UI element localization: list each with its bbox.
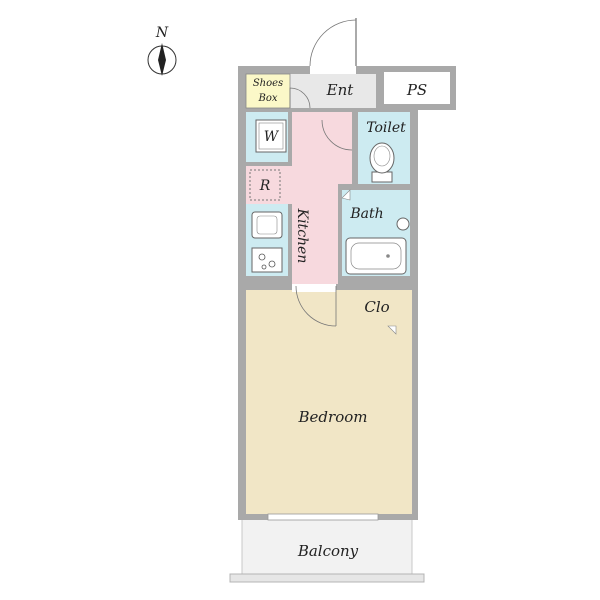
bedroom-floor bbox=[246, 290, 412, 514]
north-compass: N bbox=[147, 25, 177, 76]
washer-inner bbox=[258, 122, 284, 150]
bathtub-drain bbox=[386, 254, 390, 258]
closet-door-marker bbox=[387, 325, 397, 335]
bedroom-door-swing bbox=[295, 285, 337, 327]
shoes-box-floor bbox=[246, 74, 290, 108]
ps-label: PS bbox=[406, 81, 427, 99]
stove-burner-3 bbox=[261, 264, 267, 270]
entrance-door-swing bbox=[309, 19, 357, 67]
entrance-floor bbox=[290, 74, 376, 108]
bedroom-label: Bedroom bbox=[298, 408, 368, 426]
stove-burner-1 bbox=[258, 253, 266, 261]
closet-label: Clo bbox=[364, 298, 389, 316]
refrigerator-outline bbox=[249, 169, 281, 201]
north-arrow-icon bbox=[158, 43, 166, 76]
fridge-floor bbox=[246, 166, 292, 204]
toilet-label: Toilet bbox=[366, 120, 406, 136]
entrance-door-opening bbox=[310, 66, 356, 74]
shoes-box-label-1: Shoes bbox=[253, 78, 283, 89]
ps-floor bbox=[384, 72, 450, 104]
bath-door-marker bbox=[341, 189, 351, 201]
sink-basin bbox=[256, 215, 278, 235]
kitchen-nook-floor bbox=[338, 112, 352, 184]
shoes-box-door-swing bbox=[289, 87, 311, 109]
bedroom-doorway bbox=[292, 284, 336, 292]
toilet-icon bbox=[369, 142, 395, 174]
bathtub-inner bbox=[350, 242, 402, 270]
refrigerator-label: R bbox=[259, 178, 271, 194]
bath-label: Bath bbox=[349, 206, 383, 222]
balcony-slab bbox=[229, 573, 425, 583]
entrance-label: Ent bbox=[326, 81, 355, 99]
bath-basin-icon bbox=[396, 217, 410, 231]
compass-letter: N bbox=[155, 25, 169, 41]
toilet-door-swing bbox=[321, 119, 353, 151]
kitchen-label: Kitchen bbox=[294, 208, 310, 264]
washer-label: W bbox=[264, 129, 280, 145]
balcony-label: Balcony bbox=[297, 542, 359, 560]
sink-icon bbox=[251, 211, 283, 239]
washer-icon bbox=[255, 119, 287, 153]
balcony-window bbox=[267, 513, 379, 521]
bathtub-icon bbox=[345, 237, 407, 275]
stove-icon bbox=[251, 247, 283, 273]
shoes-box-label-2: Box bbox=[257, 93, 277, 104]
toilet-seat bbox=[373, 145, 391, 167]
stove-burner-2 bbox=[268, 260, 276, 268]
